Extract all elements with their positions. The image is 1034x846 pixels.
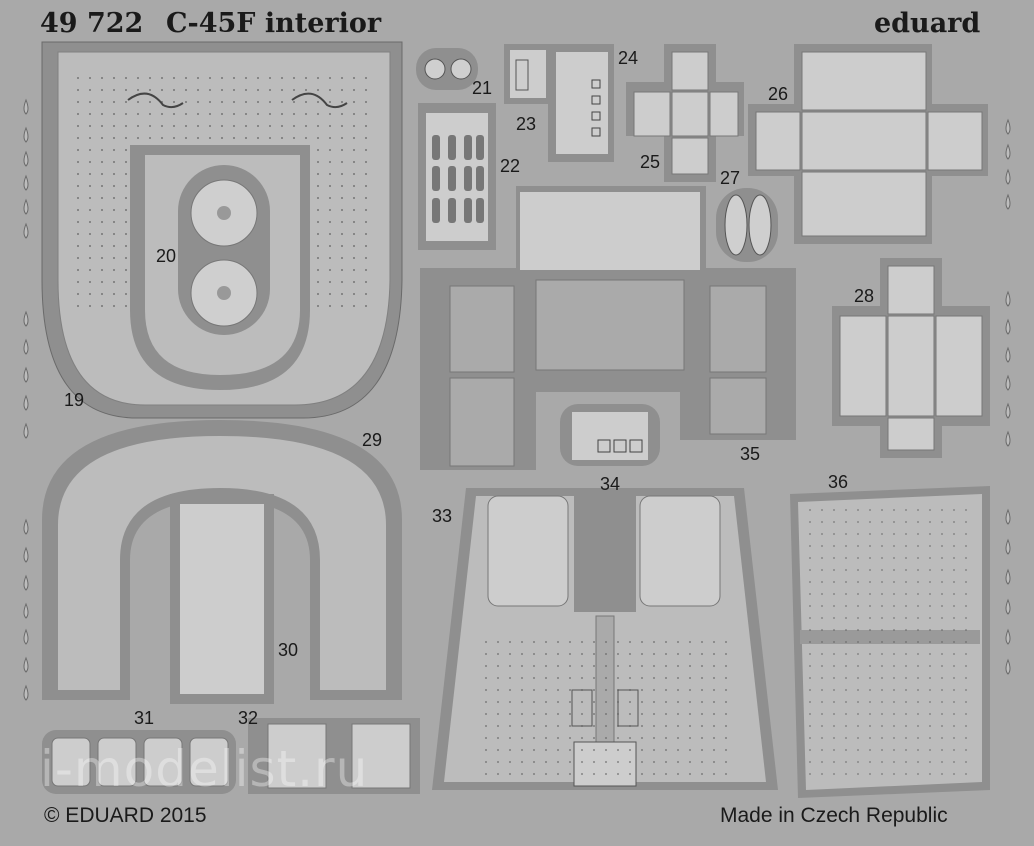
part-label-19: 19 [64,390,85,410]
part-label-35: 35 [740,444,761,464]
part-label-34: 34 [600,474,621,494]
part-label-32: 32 [238,708,259,728]
part-label-30: 30 [278,640,299,660]
part-label-33: 33 [432,506,453,526]
part-22 [418,103,496,250]
part-36-panel [790,486,990,798]
watermark: i-modelist.ru [40,740,369,798]
part-27 [716,188,778,262]
part-label-25: 25 [640,152,661,172]
part-29-arch [42,420,402,700]
part-33-floor [432,488,778,790]
part-32 [248,718,420,794]
part-30 [170,494,274,704]
part-label-26: 26 [768,84,789,104]
part-label-28: 28 [854,286,875,306]
part-label-36: 36 [828,472,849,492]
right-attachment-tabs [1005,118,1011,675]
part-25-box-inner [633,51,739,175]
left-attachment-tabs [23,98,29,701]
part-34 [560,404,660,466]
part-28-box-inner [839,265,983,451]
part-label-20: 20 [156,246,177,266]
part-26-box-inner [755,51,983,237]
part-31 [42,730,236,794]
part-label-24: 24 [618,48,639,68]
copyright: © EDUARD 2015 [44,804,207,827]
brand-name: eduard [874,8,981,39]
part-label-31: 31 [134,708,155,728]
origin-label: Made in Czech Republic [720,804,948,827]
part-label-21: 21 [472,78,493,98]
part-21 [416,48,478,90]
part-label-29: 29 [362,430,383,450]
part-label-27: 27 [720,168,741,188]
part-23 [504,44,550,104]
part-label-22: 22 [500,156,521,176]
part-label-23: 23 [516,114,537,134]
part-24 [548,44,614,162]
kit-number: 49 722 [40,8,144,39]
part-35-panel [420,186,796,470]
part-19-floor [41,41,403,419]
kit-title: C-45F interior [166,8,382,39]
